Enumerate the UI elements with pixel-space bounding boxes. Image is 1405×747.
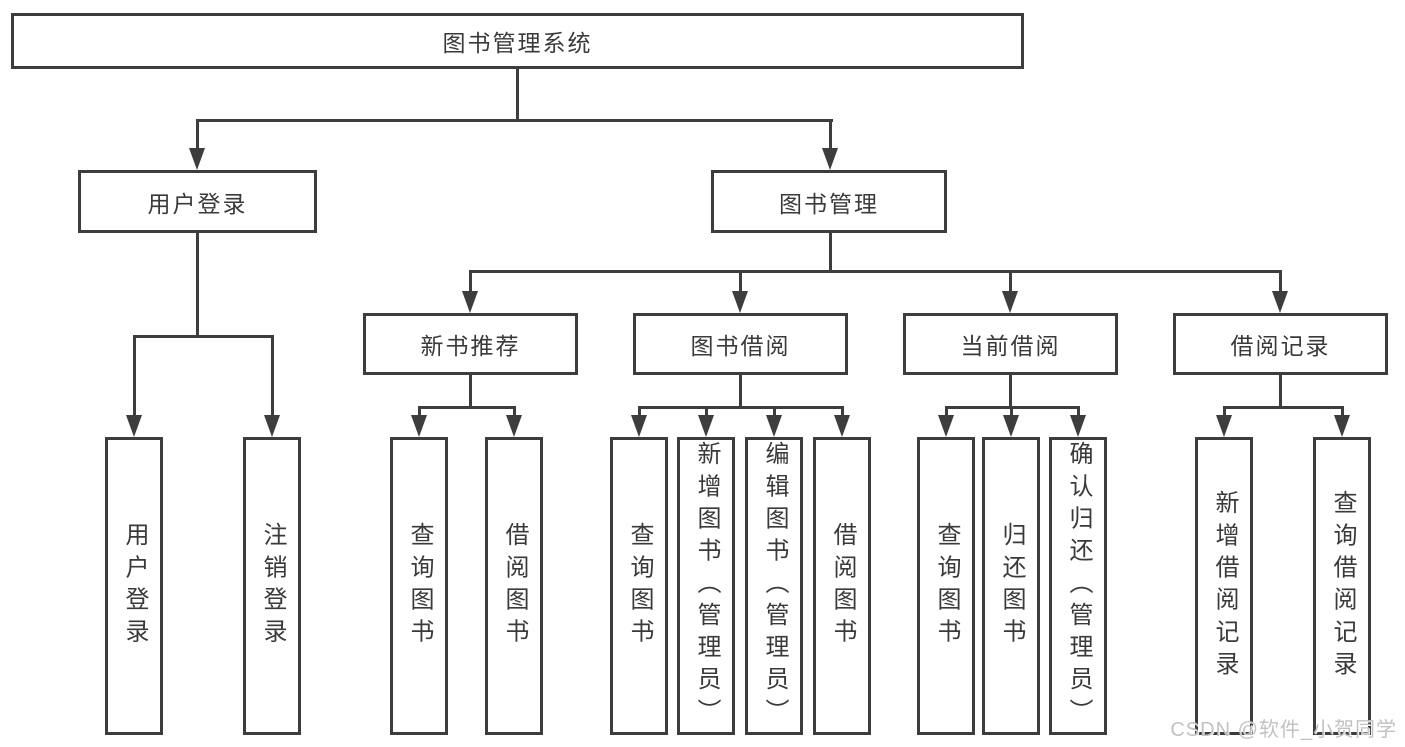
arrow-shaft [133,335,136,418]
leaf-borrow-books: 借阅图书 [813,437,871,735]
node-label: 当前借阅 [960,333,1061,359]
stem-line [829,233,832,273]
arrow-down-icon [766,415,782,437]
arrow-shaft [196,119,199,151]
node-label: 图书借阅 [690,333,791,359]
node-new-book-recommendation: 新书推荐 [363,313,578,375]
arrow-shaft [271,335,274,418]
arrow-shaft [841,406,844,418]
arrow-down-icon [732,291,748,313]
branch-bar [638,406,844,409]
leaf-label: 借阅图书 [501,521,528,651]
stem-line [1009,375,1012,409]
arrow-down-icon [822,148,838,170]
node-label: 新书推荐 [420,333,521,359]
leaf-confirm-return-admin: 确认归还（管理员） [1049,437,1107,735]
leaf-label: 新增图书（管理员） [693,441,720,731]
arrow-down-icon [126,415,142,437]
arrow-down-icon [506,415,522,437]
stem-line [516,69,519,122]
arrow-shaft [638,406,641,418]
branch-bar [469,270,1281,273]
node-book-borrowing: 图书借阅 [633,313,848,375]
arrow-down-icon [1334,415,1350,437]
arrow-down-icon [411,415,427,437]
arrow-shaft [1223,406,1226,418]
stem-line [739,375,742,409]
arrow-shaft [418,406,421,418]
node-label: 图书管理 [779,190,879,217]
arrow-down-icon [462,291,478,313]
branch-bar [196,119,833,122]
branch-bar [418,406,516,409]
leaf-user-login: 用户登录 [105,437,163,735]
node-root: 图书管理系统 [11,13,1024,69]
leaf-label: 查询图书 [406,521,433,651]
arrow-shaft [1341,406,1344,418]
leaf-add-book-admin: 新增图书（管理员） [677,437,735,735]
leaf-label: 归还图书 [998,521,1025,651]
leaf-query-books-recommend: 查询图书 [390,437,448,735]
stem-line [469,375,472,409]
branch-bar [133,335,274,338]
node-current-borrowing: 当前借阅 [903,313,1118,375]
arrow-down-icon [698,415,714,437]
node-book-management: 图书管理 [711,170,947,233]
stem-line [196,233,199,338]
csdn-watermark: CSDN @软件_小贺同学 [1170,719,1397,741]
arrow-shaft [739,270,742,294]
arrow-shaft [1279,270,1282,294]
arrow-shaft [705,406,708,418]
arrow-shaft [945,406,948,418]
arrow-down-icon [1272,291,1288,313]
leaf-edit-book-admin: 编辑图书（管理员） [745,437,803,735]
leaf-borrow-books-recommend: 借阅图书 [485,437,543,735]
branch-bar [1223,406,1343,409]
arrow-down-icon [189,148,205,170]
arrow-shaft [773,406,776,418]
arrow-shaft [1077,406,1080,418]
arrow-down-icon [938,415,954,437]
leaf-add-borrowing-record: 新增借阅记录 [1195,437,1253,735]
arrow-down-icon [1216,415,1232,437]
arrow-down-icon [264,415,280,437]
node-label: 图书管理系统 [442,30,593,56]
leaf-logout: 注销登录 [243,437,301,735]
arrow-shaft [513,406,516,418]
arrow-down-icon [631,415,647,437]
stem-line [1279,375,1282,409]
leaf-query-books-borrow: 查询图书 [610,437,668,735]
node-label: 用户登录 [147,190,248,217]
arrow-shaft [469,270,472,294]
leaf-label: 查询借阅记录 [1329,489,1356,683]
leaf-label: 用户登录 [121,521,148,651]
arrow-down-icon [1002,291,1018,313]
leaf-label: 新增借阅记录 [1211,489,1238,683]
leaf-return-books: 归还图书 [982,437,1040,735]
arrow-down-icon [834,415,850,437]
node-label: 借阅记录 [1230,333,1331,359]
leaf-label: 注销登录 [259,521,286,651]
leaf-label: 查询图书 [933,521,960,651]
arrow-down-icon [1070,415,1086,437]
leaf-label: 查询图书 [626,521,653,651]
leaf-query-books-current: 查询图书 [917,437,975,735]
leaf-label: 确认归还（管理员） [1065,441,1092,731]
leaf-label: 编辑图书（管理员） [761,441,788,731]
node-borrowing-records: 借阅记录 [1173,313,1388,375]
arrow-shaft [829,119,832,151]
arrow-shaft [1010,406,1013,418]
leaf-label: 借阅图书 [829,521,856,651]
arrow-shaft [1009,270,1012,294]
arrow-down-icon [1003,415,1019,437]
node-user-login: 用户登录 [78,170,317,233]
leaf-query-borrowing-record: 查询借阅记录 [1313,437,1371,735]
